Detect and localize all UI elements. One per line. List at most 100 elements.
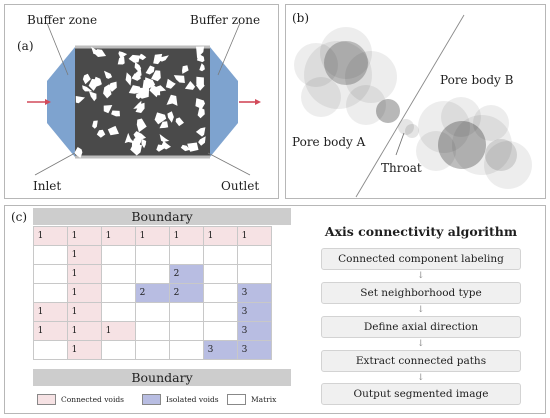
legend-label-isolated: Isolated voids: [166, 395, 219, 404]
grid-cell-mat: [101, 245, 136, 265]
void-pore: [135, 102, 145, 113]
legend-label-connected: Connected voids: [61, 395, 124, 404]
void-pore: [145, 65, 155, 75]
grid-cell-mat: [203, 264, 238, 284]
void-pore: [175, 117, 184, 127]
inlet-label: Inlet: [33, 179, 62, 193]
void-pore: [92, 120, 98, 129]
void-pore: [82, 85, 93, 92]
void-pore: [151, 70, 161, 82]
void-pore: [133, 131, 147, 142]
grid-cell-label: 2: [139, 288, 146, 298]
grid-cell-conn: 1: [33, 226, 68, 246]
grid-cell-conn: 1: [67, 226, 102, 246]
buffer-right-pointer: [217, 22, 241, 76]
grid-cell-label: 1: [71, 288, 78, 298]
algorithm-step: Connected component labeling: [321, 248, 521, 270]
grid-row: 1 1 3: [33, 302, 272, 322]
grid-cell-mat: [203, 321, 238, 341]
void-pore: [166, 94, 178, 106]
grid-cell-mat: [33, 264, 68, 284]
grid-cell-conn: 1: [67, 245, 102, 265]
outlet-pointer: [207, 152, 251, 176]
porous-sample-figure: [27, 22, 261, 176]
pore-body-b-spheres: [416, 97, 532, 189]
grid-cell-conn: 1: [237, 226, 272, 246]
void-pore: [145, 77, 156, 87]
void-pore: [141, 138, 147, 149]
algorithm-step: Set neighborhood type: [321, 282, 521, 304]
grid-cell-mat: [135, 245, 170, 265]
void-pore: [118, 51, 128, 59]
grid-cell-label: 2: [173, 288, 180, 298]
void-pore: [159, 134, 170, 142]
void-pore: [184, 81, 196, 90]
grid-cell-conn: 1: [67, 264, 102, 284]
void-pore: [199, 63, 205, 72]
grid-cell-label: 1: [37, 307, 44, 317]
legend-swatch-matrix: [227, 394, 246, 405]
outlet-arrow: [239, 99, 261, 105]
void-pore: [104, 70, 113, 79]
algorithm-title: Axis connectivity algorithm: [324, 224, 518, 239]
void-pore: [197, 53, 205, 63]
grid-cell-label: 1: [71, 250, 78, 260]
grid-cell-mat: [135, 321, 170, 341]
grid-cell-conn: 1: [67, 340, 102, 360]
void-pore: [167, 111, 174, 123]
void-pore: [117, 56, 125, 65]
outlet-label: Outlet: [221, 179, 260, 193]
void-pore: [153, 85, 167, 92]
grid-cell-label: 1: [71, 269, 78, 279]
grid-cell-mat: [203, 245, 238, 265]
grid-cell-conn: 1: [33, 321, 68, 341]
cut-plane-line: [355, 14, 465, 198]
grid-cell-conn: 1: [67, 302, 102, 322]
grid-cell-label: 3: [207, 345, 214, 355]
grid-row: 1: [33, 245, 272, 265]
throat-pointer: [395, 132, 405, 156]
legend-connected: Connected voids: [37, 394, 124, 405]
grid-cell-mat: [101, 302, 136, 322]
grid-cell-iso: 3: [237, 302, 272, 322]
grid-cell-iso: 3: [203, 340, 238, 360]
panel-b: (b) Pore body B Pore body A Throat: [285, 4, 546, 199]
void-pore: [165, 78, 176, 89]
grid-cell-label: 1: [241, 231, 248, 241]
void-pore: [180, 144, 191, 152]
grid-cell-mat: [237, 264, 272, 284]
down-arrow-icon: ↓: [417, 271, 425, 281]
void-pore: [159, 121, 169, 129]
grid-cell-mat: [169, 245, 204, 265]
void-pore: [94, 76, 102, 88]
grid-cell-conn: 1: [203, 226, 238, 246]
grid-cell-mat: [101, 340, 136, 360]
void-pore: [75, 96, 85, 104]
void-pore: [103, 105, 113, 114]
grid-cell-label: 1: [105, 231, 112, 241]
void-pore: [195, 127, 206, 137]
void-pore: [173, 75, 185, 83]
void-pore: [89, 91, 97, 102]
grid-cell-mat: [101, 264, 136, 284]
panel-a: (a) Buffer zone Buffer zone Inlet Outlet: [4, 4, 279, 199]
void-pore: [108, 81, 117, 92]
left-buffer-zone: [47, 47, 75, 157]
panel-a-label: (a): [17, 39, 34, 53]
grid-cell-mat: [101, 283, 136, 303]
buffer-left-pointer: [46, 22, 69, 76]
algorithm-step: Define axial direction: [321, 316, 521, 338]
grid-cell-label: 1: [139, 231, 146, 241]
grid-cell-mat: [33, 245, 68, 265]
throat-label: Throat: [381, 161, 422, 175]
grid-cell-conn: 1: [101, 321, 136, 341]
pore-body-a-spheres: [294, 27, 397, 125]
legend-label-matrix: Matrix: [251, 395, 277, 404]
algorithm-step: Output segmented image: [321, 383, 521, 405]
grid-cell-conn: 1: [33, 302, 68, 322]
void-pore: [153, 53, 163, 65]
grid-cell-label: 3: [241, 288, 248, 298]
